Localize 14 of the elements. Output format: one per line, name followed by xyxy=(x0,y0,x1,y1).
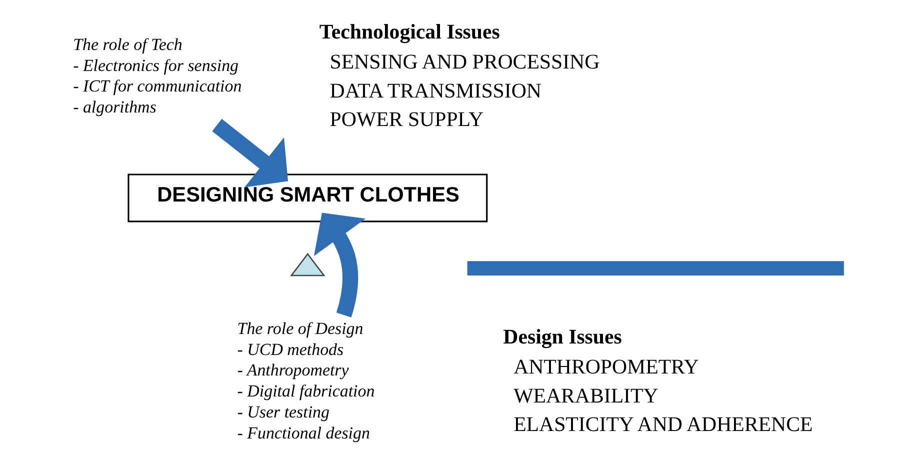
node-box: DESIGNING SMART CLOTHES xyxy=(127,173,488,222)
label: POWER SUPPLY xyxy=(329,106,484,131)
node-bar xyxy=(466,260,844,275)
label: Design Issues xyxy=(502,324,622,348)
arrow xyxy=(212,118,288,187)
label: WEARABILITY xyxy=(513,382,658,407)
label: ANTHROPOMETRY xyxy=(513,354,698,378)
label: DATA TRANSMISSION xyxy=(329,78,541,102)
label: SENSING AND PROCESSING xyxy=(329,49,600,74)
node-triangle xyxy=(290,252,325,276)
label: Technological Issues xyxy=(318,19,500,44)
label: ELASTICITY AND ADHERENCE xyxy=(513,411,812,436)
node-text: The role of Design - UCD methods - Anthropometry - Digital fabrication - User testing - Functional design xyxy=(236,318,374,442)
node-text: The role of Tech - Electronics for sensing - ICT for communication - algorithms xyxy=(72,34,242,116)
